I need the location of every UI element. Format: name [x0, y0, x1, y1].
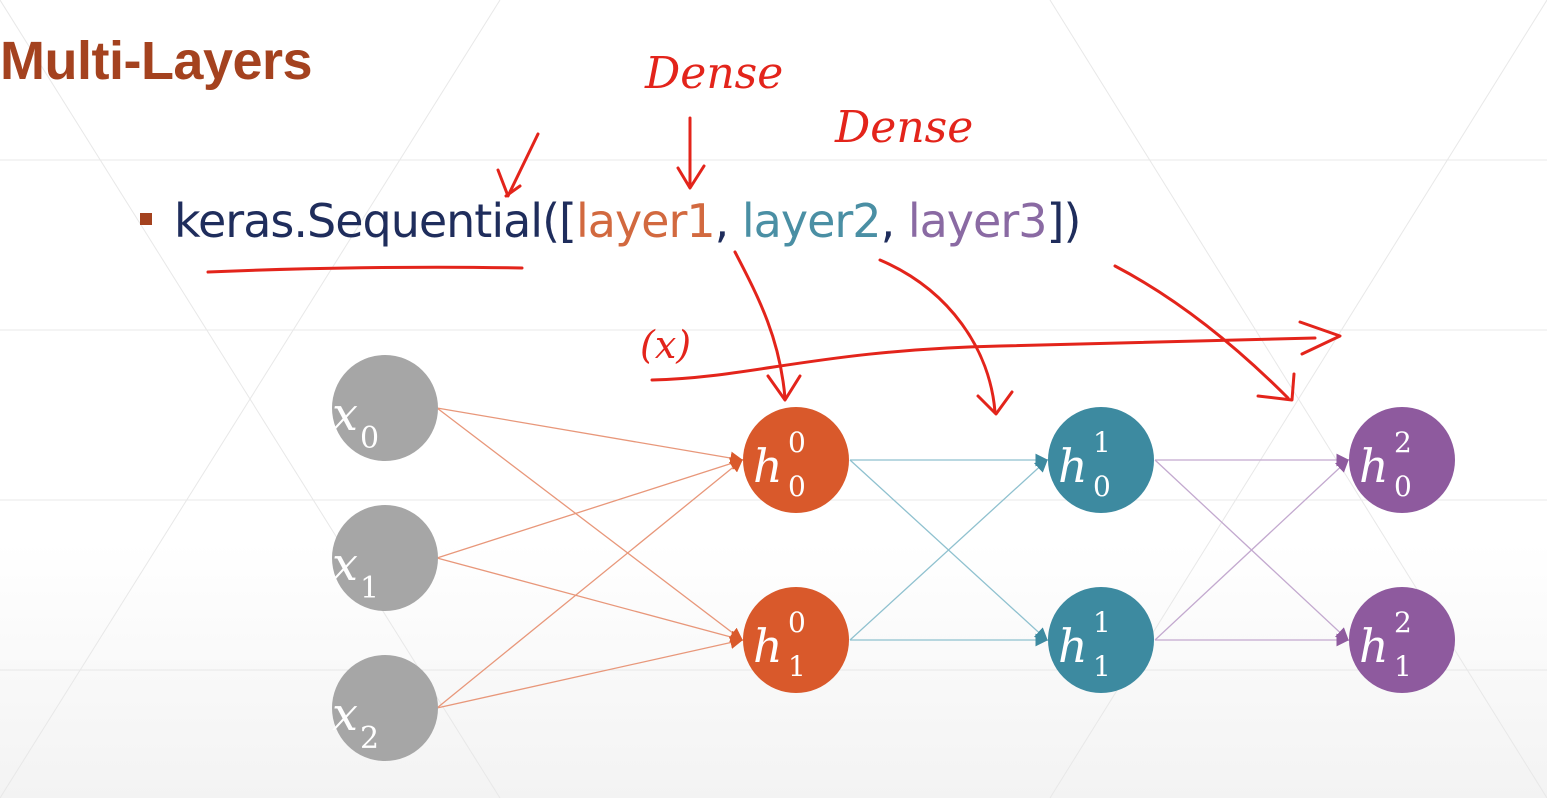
underline-stroke [206, 265, 524, 274]
edges-input-to-layer0 [436, 407, 744, 709]
code-suffix: ]) [1046, 194, 1082, 248]
svg-text:0: 0 [788, 426, 806, 459]
svg-text:0: 0 [788, 606, 806, 639]
svg-text:x: x [332, 387, 358, 441]
layer1-arrow-stroke [733, 250, 787, 400]
layer2-node-1: h 2 1 [1349, 587, 1455, 693]
input-flow-arrow-stroke [650, 336, 1317, 382]
input-x-label: (x) [640, 323, 691, 367]
svg-text:h: h [1058, 619, 1088, 673]
edge [436, 557, 744, 644]
code-layer1: layer1 [575, 194, 716, 248]
layer1-node-0: h 1 0 [1048, 407, 1154, 513]
edge [436, 636, 744, 709]
input-node-0: x 0 [332, 355, 438, 461]
dense-label-2: Dense [834, 102, 973, 153]
layer0-node-0: h 0 0 [743, 407, 849, 513]
svg-text:0: 0 [1093, 470, 1111, 503]
code-separator-2: , [880, 194, 908, 248]
edge [1154, 459, 1349, 641]
svg-text:0: 0 [1394, 470, 1412, 503]
layer1-node-1: h 1 1 [1048, 587, 1154, 693]
edge [436, 457, 744, 559]
code-layer3: layer3 [907, 194, 1048, 248]
svg-text:1: 1 [1093, 650, 1111, 683]
svg-text:x: x [332, 687, 358, 741]
handwritten-annotations [206, 116, 1342, 416]
dense-label-1: Dense [644, 48, 783, 99]
svg-text:2: 2 [360, 721, 379, 756]
input-node-1: x 1 [332, 505, 438, 611]
svg-text:1: 1 [1093, 426, 1111, 459]
code-separator-1: , [714, 194, 742, 248]
svg-text:1: 1 [360, 571, 379, 606]
svg-text:x: x [332, 537, 358, 591]
edges-layer0-to-layer1 [849, 453, 1049, 647]
svg-text:h: h [1359, 619, 1389, 673]
bullet-marker [140, 212, 152, 225]
input-node-2: x 2 [332, 655, 438, 761]
svg-text:1: 1 [1394, 650, 1412, 683]
layer2-node-0: h 2 0 [1349, 407, 1455, 513]
svg-text:h: h [1359, 439, 1389, 493]
svg-text:2: 2 [1394, 426, 1412, 459]
svg-text:h: h [753, 619, 783, 673]
code-bullet: keras.Sequential([layer1, layer2, layer3… [140, 194, 1082, 248]
layer3-arrow-stroke [1113, 264, 1290, 400]
layer2-arrow-stroke [878, 258, 997, 414]
svg-text:1: 1 [788, 650, 806, 683]
svg-text:2: 2 [1394, 606, 1412, 639]
layer0-node-1: h 0 1 [743, 587, 849, 693]
edge [849, 459, 1048, 641]
svg-text:0: 0 [788, 470, 806, 503]
edges-layer1-to-layer2 [1154, 453, 1350, 647]
edge [436, 407, 744, 465]
svg-text:0: 0 [360, 421, 379, 456]
edge [436, 407, 744, 641]
code-prefix: keras.Sequential([ [174, 194, 577, 248]
svg-text:1: 1 [1093, 606, 1111, 639]
slide-title: Multi-Layers [0, 31, 313, 91]
svg-text:h: h [753, 439, 783, 493]
svg-text:h: h [1058, 439, 1088, 493]
edge [436, 459, 744, 709]
code-layer2: layer2 [741, 194, 882, 248]
